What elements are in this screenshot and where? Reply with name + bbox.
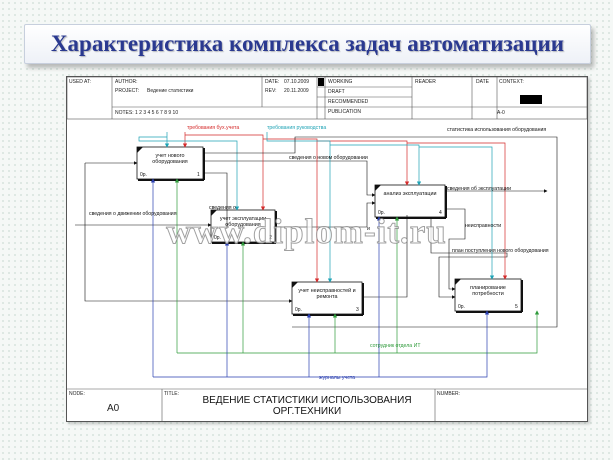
cyan-arrows [138,132,495,283]
context-label: CONTEXT: [499,79,524,85]
date-label: DATE: [265,79,280,85]
box-corner-marks [137,147,461,288]
rev-value: 20.11.2009 [284,88,309,94]
status-recommended: RECOMMENDED [328,99,369,105]
slide-title-banner: Характеристика комплекса задач автоматиз… [24,24,591,64]
status-working: WORKING [328,79,353,85]
idef0-diagram-sheet: USED AT: AUTHOR: PROJECT: Ведение статис… [66,76,588,422]
box-5-number: 5 [515,304,518,310]
box-1-number: 1 [197,172,200,178]
context-node-marker [520,95,542,104]
node-value: A0 [107,403,120,414]
label-movement-info: сведения о движении оборудования [89,211,177,217]
header-frame [67,77,587,120]
box-2-title: учет эксплуатации оборудования [219,216,267,229]
slide-title: Характеристика комплекса задач автоматиз… [50,31,565,56]
author-label: AUTHOR: [115,79,138,85]
black-arrows [75,160,548,303]
used-at-label: USED AT: [69,79,91,85]
label-new-equipment-plan: план поступления нового оборудования [452,248,549,254]
project-label: PROJECT: [115,88,140,94]
label-faults: неисправности [465,223,502,229]
blue-arrows [150,178,490,378]
context-node: A-0 [497,110,505,116]
box-1-cost: 0р. [140,172,147,178]
box-1-shape [136,146,204,180]
number-label: NUMBER: [437,391,461,397]
red-arrows [182,132,508,283]
box-5-cost: 0р. [458,304,465,310]
rev-label: REV: [265,88,277,94]
project-name: Ведение статистики [147,88,194,94]
box-3-shape [291,281,363,315]
label-it-staff: сотрудник отдела ИТ [370,343,421,349]
box-1-title: учет нового оборудования [152,153,188,166]
label-operation-info: сведения об эксплуатации [447,186,511,192]
label-new-equipment-info: сведения о новом оборудовании [289,155,368,161]
label-req-management: требования руководства [267,125,327,131]
label-fragment-2: и [367,226,370,232]
watermark: www.diplom-it.ru [166,212,447,252]
box-2-cost: 0р. [214,235,221,241]
activity-boxes [136,146,522,315]
stats-arrow [203,136,558,328]
box-2-shape [210,209,276,243]
label-req-accounting: требования бух.учета [187,125,240,131]
reader-label: READER [415,79,436,85]
status-draft: DRAFT [328,89,345,95]
notes-label: NOTES: 1 2 3 4 5 6 7 8 9 10 [115,110,179,116]
working-status-marker [318,78,324,86]
label-usage-stats: статистика использования оборудования [447,127,547,133]
box-4-title: анализ эксплуатации [383,191,437,197]
label-fragment-1: сведения о [209,205,236,211]
box-4-cost: 0р. [378,210,385,216]
box-2-number: 2 [269,235,272,241]
box-3-cost: 0р. [295,307,302,313]
box-3-title: учет неисправностей и ремонта [298,288,356,301]
box-5-title: планирование потребности [470,285,506,298]
date-value: 07.10.2009 [284,79,310,85]
box-4-shape [374,184,446,218]
green-arrows [174,178,540,354]
diagram-canvas [67,77,587,421]
node-label: NODE: [69,391,85,397]
footer-frame [67,388,587,421]
diagram-title: ВЕДЕНИЕ СТАТИСТИКИ ИСПОЛЬЗОВАНИЯ ОРГ.ТЕХ… [202,395,412,417]
title-label: TITLE: [164,391,180,397]
box-4-number: 4 [439,210,442,216]
status-publication: PUBLICATION [328,109,361,115]
reader-date-label: DATE [476,79,489,85]
label-log-journals: журналы учета [319,375,356,381]
box-3-number: 3 [356,307,359,313]
